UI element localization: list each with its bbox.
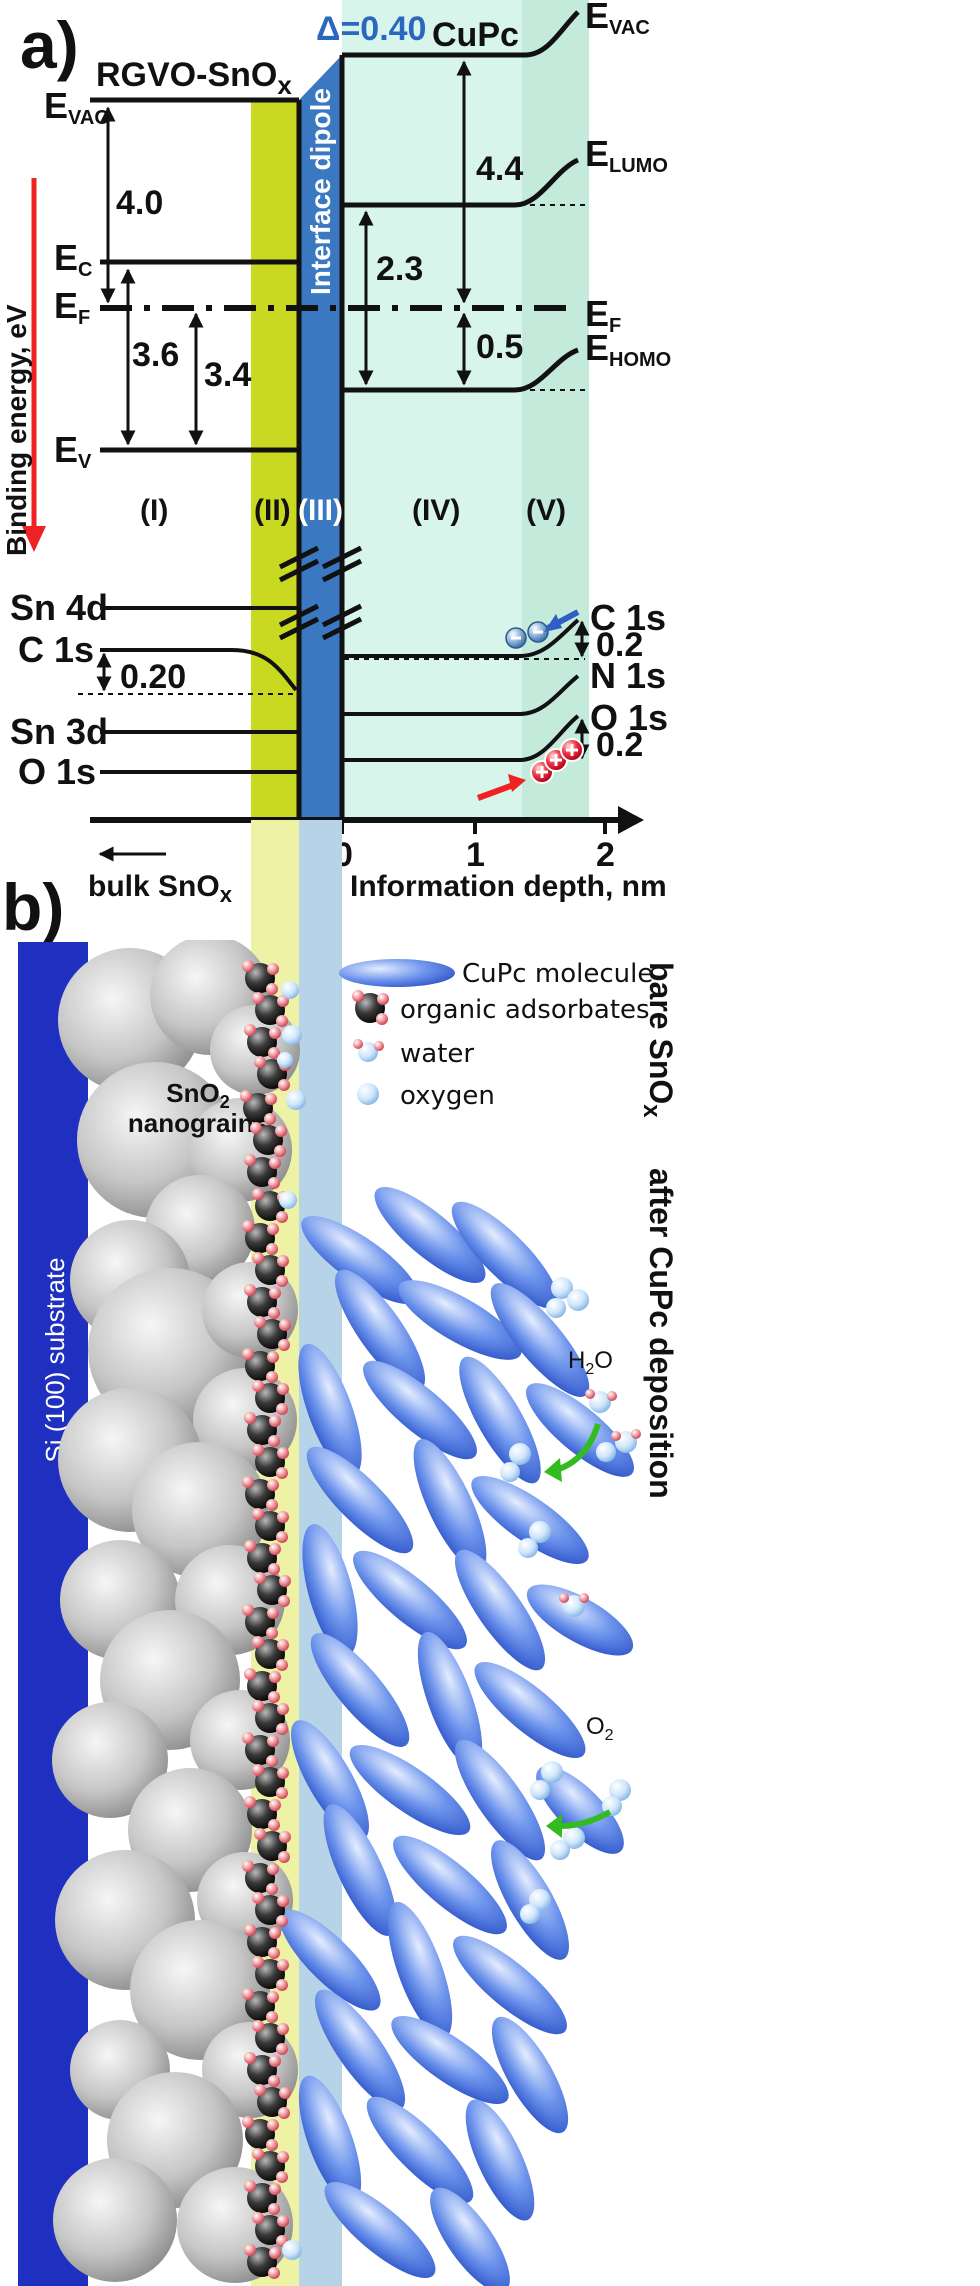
- legend-organic-swatch: [352, 990, 389, 1025]
- electron-blue-arrowhead: [544, 614, 562, 632]
- delta-label: Δ=0.40: [316, 10, 426, 48]
- electrons: [505, 621, 549, 649]
- region-label-iv: (IV): [412, 494, 460, 527]
- left-label-evac: EVAC: [44, 85, 109, 129]
- legend-organic-label: organic adsorbates: [400, 995, 650, 1025]
- shift-right-o1s: 0.2: [596, 726, 643, 764]
- core-c1s-left-level: [100, 648, 298, 692]
- axis-break-marks: [278, 545, 363, 641]
- shift-left-c1s: 0.20: [120, 658, 186, 696]
- region-label-ii: (II): [254, 494, 291, 527]
- gap-right-ef-homo: 0.5: [476, 328, 523, 366]
- core-label-c1s-left: C 1s: [18, 629, 94, 670]
- legend-oxygen-swatch: [357, 1083, 379, 1105]
- region-iii-dipole: [299, 55, 342, 820]
- bare-snox-label: bare SnOx: [638, 962, 679, 1118]
- region-label-iii: (III): [298, 494, 343, 527]
- core-label-sn4d: Sn 4d: [10, 587, 108, 628]
- core-o1s-right-level: [344, 714, 580, 762]
- region-v-band: [522, 0, 589, 820]
- legend-cupc-label: CuPc molecule: [462, 959, 653, 989]
- legend-oxygen-label: oxygen: [400, 1081, 495, 1111]
- gap-left-work: 4.0: [116, 184, 163, 222]
- gap-left-ef-v: 3.4: [204, 356, 251, 394]
- hole-red-arrowhead: [508, 774, 526, 792]
- core-n1s-level: [344, 674, 580, 716]
- left-label-ef: EF: [54, 285, 90, 329]
- h2o-molecules: [500, 1277, 641, 1617]
- legend: CuPc molecule organic adsorbates water o…: [339, 959, 653, 1111]
- holes: [530, 738, 584, 784]
- region-label-i: (I): [140, 494, 168, 527]
- core-label-c1s-right: C 1s: [590, 597, 666, 638]
- interface-water-oxygen: [277, 981, 306, 2260]
- legend-cupc-swatch: [339, 959, 455, 987]
- panel-a: a) Δ=0.40 RGVO-SnOx CuPc Interface dipol…: [1, 0, 671, 907]
- h2o-green-arrowhead: [544, 1458, 562, 1482]
- right-evac-level: [342, 10, 580, 58]
- substrate-label: Si (100) substrate: [40, 1257, 70, 1462]
- right-label-elumo: ELUMO: [585, 133, 668, 177]
- left-label-ec: EC: [54, 237, 92, 281]
- core-c1s-right-level: [344, 618, 580, 658]
- x-axis-label: Information depth, nm: [350, 870, 667, 903]
- left-title: RGVO-SnOx: [96, 56, 292, 100]
- core-label-sn3d: Sn 3d: [10, 711, 108, 752]
- after-cupc-label: after CuPc deposition: [643, 1168, 679, 1499]
- gap-right-band: 2.3: [376, 250, 423, 288]
- core-label-n1s: N 1s: [590, 655, 666, 696]
- sno2-nanograins: [52, 940, 300, 2283]
- binding-energy-arrowhead: [22, 526, 46, 552]
- right-label-ehomo: EHOMO: [585, 327, 671, 371]
- region-iv-band: [342, 0, 522, 820]
- dipole-label: Interface dipole: [305, 88, 336, 295]
- h2o-green-arrow: [555, 1423, 601, 1473]
- grains-label: SnO2: [166, 1078, 229, 1112]
- right-title: CuPc: [432, 16, 519, 54]
- x-axis-arrowhead: [618, 806, 644, 834]
- o2-label: O2: [586, 1713, 614, 1744]
- panel-b-label: b): [2, 870, 64, 944]
- bulk-label: bulk SnOx: [88, 870, 233, 907]
- o2-green-arrowhead: [546, 1814, 562, 1838]
- o2-green-arrow: [559, 1809, 612, 1829]
- core-label-o1s-right: O 1s: [590, 697, 668, 738]
- legend-water-swatch: [353, 1039, 384, 1062]
- right-elumo-level: [342, 157, 580, 208]
- core-label-o1s-left: O 1s: [18, 751, 96, 792]
- h2o-label: H2O: [568, 1347, 613, 1378]
- region-ii-band: [251, 100, 299, 820]
- gap-right-ip: 4.4: [476, 150, 523, 188]
- legend-water-label: water: [400, 1039, 474, 1069]
- gap-left-band: 3.6: [132, 336, 179, 374]
- x-tick-2: 2: [596, 836, 615, 874]
- shift-right-c1s: 0.2: [596, 626, 643, 664]
- right-ehomo-level: [342, 347, 579, 393]
- right-label-ef: EF: [585, 293, 621, 337]
- hole-red-arrow: [476, 781, 518, 801]
- y-axis-label: Binding energy, eV: [1, 304, 32, 556]
- panel-a-label: a): [20, 8, 79, 82]
- x-tick-1: 1: [466, 836, 485, 874]
- left-label-ev: EV: [54, 429, 92, 473]
- panel-b: b) Si (100) substrate: [2, 870, 679, 2286]
- region-label-v: (V): [526, 494, 566, 527]
- right-label-evac: EVAC: [585, 0, 650, 39]
